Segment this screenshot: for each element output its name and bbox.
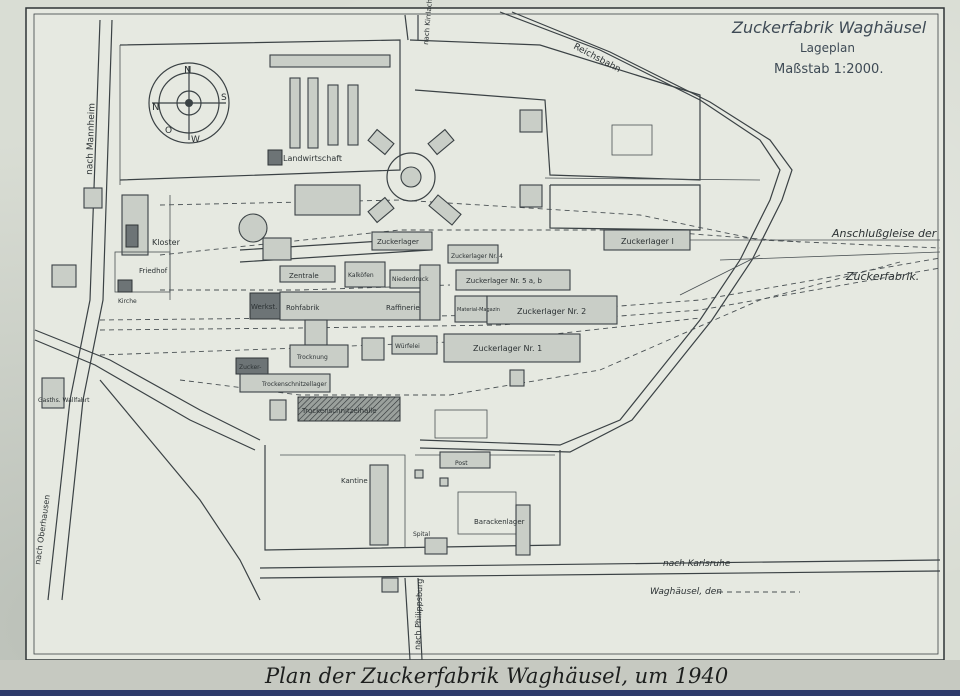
southern-compound [369,451,531,593]
label-friedhof: Friedhof [139,267,168,275]
compass-west: W [191,135,200,145]
compass-south: S [221,93,227,103]
compass-north: N [184,65,191,76]
factory-core [235,229,691,439]
label-zuckerlager-nr1: Zuckerlager Nr. 1 [473,344,542,353]
label-spital: Spital [413,531,430,538]
anschluss-label-b: Zuckerfabrik. [845,270,919,283]
map-subtitle: Lageplan [800,41,855,55]
label-zuckerlager-2: Zuckerlager Nr. 2 [517,307,586,316]
label-gasthaus: Gasths. Wallfahrt [38,397,90,404]
label-baracke: Barackenlager [474,518,525,526]
label-raffinerie: Raffinerie [386,304,420,312]
anschluss-label-a: Anschlußgleise der [831,227,938,240]
label-kloster: Kloster [152,238,181,247]
label-zuckerlager-1: Zuckerlager I [621,237,674,246]
label-zuckerlager-4: Zuckerlager Nr. 4 [451,253,503,260]
northern-buildings [238,54,653,243]
central-roundabout [367,128,462,226]
label-wuerfelei: Würfelei [395,343,420,350]
label-landwirtschaft: Landwirtschaft [283,154,342,163]
label-post: Post [455,460,468,467]
label-trockenschnitzelhalle: Trockenschnitzelhalle [301,407,377,415]
kloster-complex [114,194,171,293]
label-materiallager: Material-Magazin [457,307,500,313]
label-zentrale: Zentrale [289,272,319,280]
road-mannheim-label: nach Mannheim [85,103,98,175]
road-kirrlach-label: nach Kirrlach [422,0,434,45]
label-werkstatt: Werkst. [251,303,277,311]
roads [34,14,941,660]
compass-east: O [165,126,172,136]
road-karlsruhe-label: nach Karlsruhe [663,559,731,569]
compass-west-n: N [152,102,159,113]
signature-label: Waghäusel, den [650,587,722,597]
bottom-edge [0,690,960,696]
plan-caption: Plan der Zuckerfabrik Waghäusel, um 1940 [265,664,729,688]
map-frame [33,13,939,655]
label-kalkofen: Kalköfen [348,272,374,279]
label-zuckerlager: Zuckerlager [377,238,419,246]
map-scale: Maßstab 1:2000. [774,62,883,77]
label-zucker: Zucker- [239,364,261,371]
label-trocknung: Trocknung [296,354,328,361]
label-trockenschnitzel: Trockenschnitzellager [261,381,327,388]
compass-rose: N N S O W [148,62,230,145]
label-rohfabrik: Rohfabrik [286,304,320,312]
road-philippsburg-label: nach Philippsburg [413,579,424,651]
label-zuckerlager-5: Zuckerlager Nr. 5 a, b [466,277,542,285]
label-kirche: Kirche [118,298,137,305]
western-buildings [41,187,103,409]
label-kantine: Kantine [341,477,368,485]
site-plan-map: Zuckerfabrik Waghäusel Lageplan Maßstab … [25,0,945,660]
label-niederdruck: Niederdruck [392,276,429,283]
property-lines [119,39,761,551]
map-title: Zuckerfabrik Waghäusel [731,18,927,37]
